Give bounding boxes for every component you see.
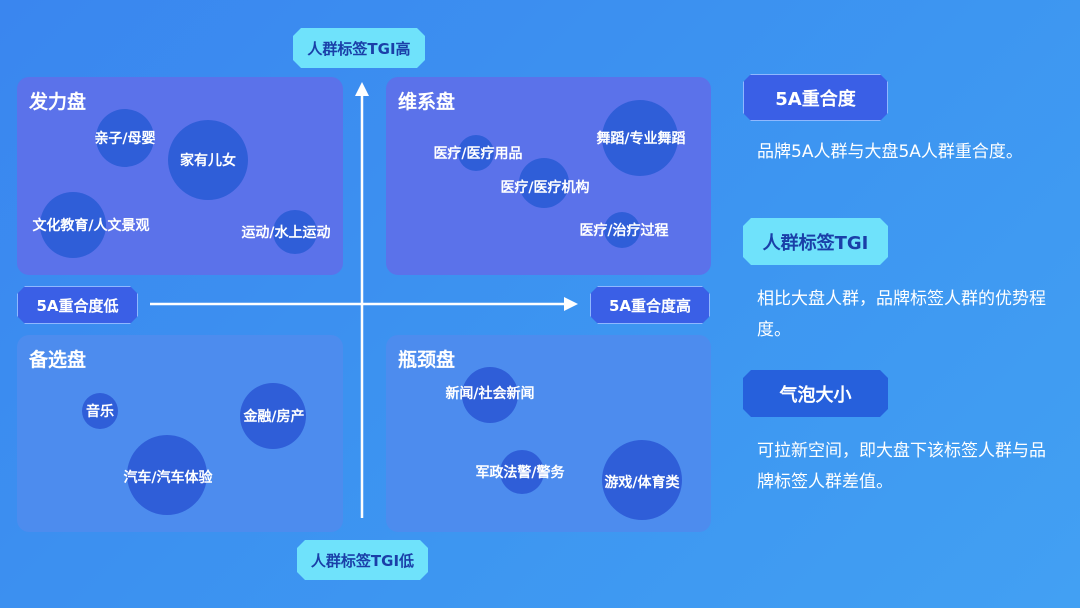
- x-axis-low-label: 5A重合度低: [17, 286, 138, 324]
- bubble: [458, 135, 494, 171]
- bubble: [82, 393, 118, 429]
- quadrant-title: 发力盘: [29, 91, 87, 113]
- x-axis-arrow-icon: [564, 297, 578, 311]
- bubble: [273, 210, 317, 254]
- legend-title-overlap: 5A重合度: [743, 74, 888, 121]
- bubble: [168, 120, 248, 200]
- legend-title-bubble-size: 气泡大小: [743, 370, 888, 417]
- bubble-label: 金融/房产: [243, 409, 305, 425]
- bubble: [240, 383, 306, 449]
- y-axis-arrow-icon: [355, 82, 369, 96]
- bubble: [96, 109, 154, 167]
- bubble-label: 新闻/社会新闻: [445, 386, 535, 402]
- bubble-label: 音乐: [86, 404, 114, 420]
- bubble-label: 舞蹈/专业舞蹈: [596, 131, 686, 147]
- quadrant-title: 瓶颈盘: [398, 349, 456, 371]
- bubble-label: 汽车/汽车体验: [123, 470, 213, 486]
- bubble-label: 家有儿女: [180, 153, 236, 169]
- legend-desc-overlap: 品牌5A人群与大盘5A人群重合度。: [757, 142, 1023, 162]
- y-axis-high-label: 人群标签TGI高: [293, 28, 425, 68]
- bubble: [462, 367, 518, 423]
- axis-lines: [0, 0, 720, 608]
- bubble-label: 医疗/治疗过程: [579, 223, 669, 239]
- bubble: [602, 440, 682, 520]
- bubble: [519, 158, 569, 208]
- legend-desc-tgi: 相比大盘人群，品牌标签人群的优势程度。: [757, 289, 1046, 340]
- bubble-label: 游戏/体育类: [604, 475, 680, 491]
- bubble: [127, 435, 207, 515]
- bubble-label: 文化教育/人文景观: [32, 218, 150, 234]
- bubble: [602, 100, 678, 176]
- bubble-label: 医疗/医疗机构: [500, 180, 590, 196]
- legend-title-tgi: 人群标签TGI: [743, 218, 888, 265]
- x-axis-high-label: 5A重合度高: [590, 286, 710, 324]
- bubble: [604, 212, 640, 248]
- bubble-label: 医疗/医疗用品: [433, 146, 523, 162]
- quadrant-title: 备选盘: [29, 349, 87, 371]
- bubble-label: 运动/水上运动: [241, 225, 331, 241]
- quadrant-title: 维系盘: [398, 91, 456, 113]
- bubble: [500, 450, 544, 494]
- bubble: [40, 192, 106, 258]
- bubble-label: 亲子/母婴: [94, 131, 156, 147]
- legend-desc-bubble-size: 可拉新空间，即大盘下该标签人群与品牌标签人群差值。: [757, 441, 1046, 492]
- y-axis-low-label: 人群标签TGI低: [297, 540, 428, 580]
- bubble-label: 军政法警/警务: [475, 465, 565, 481]
